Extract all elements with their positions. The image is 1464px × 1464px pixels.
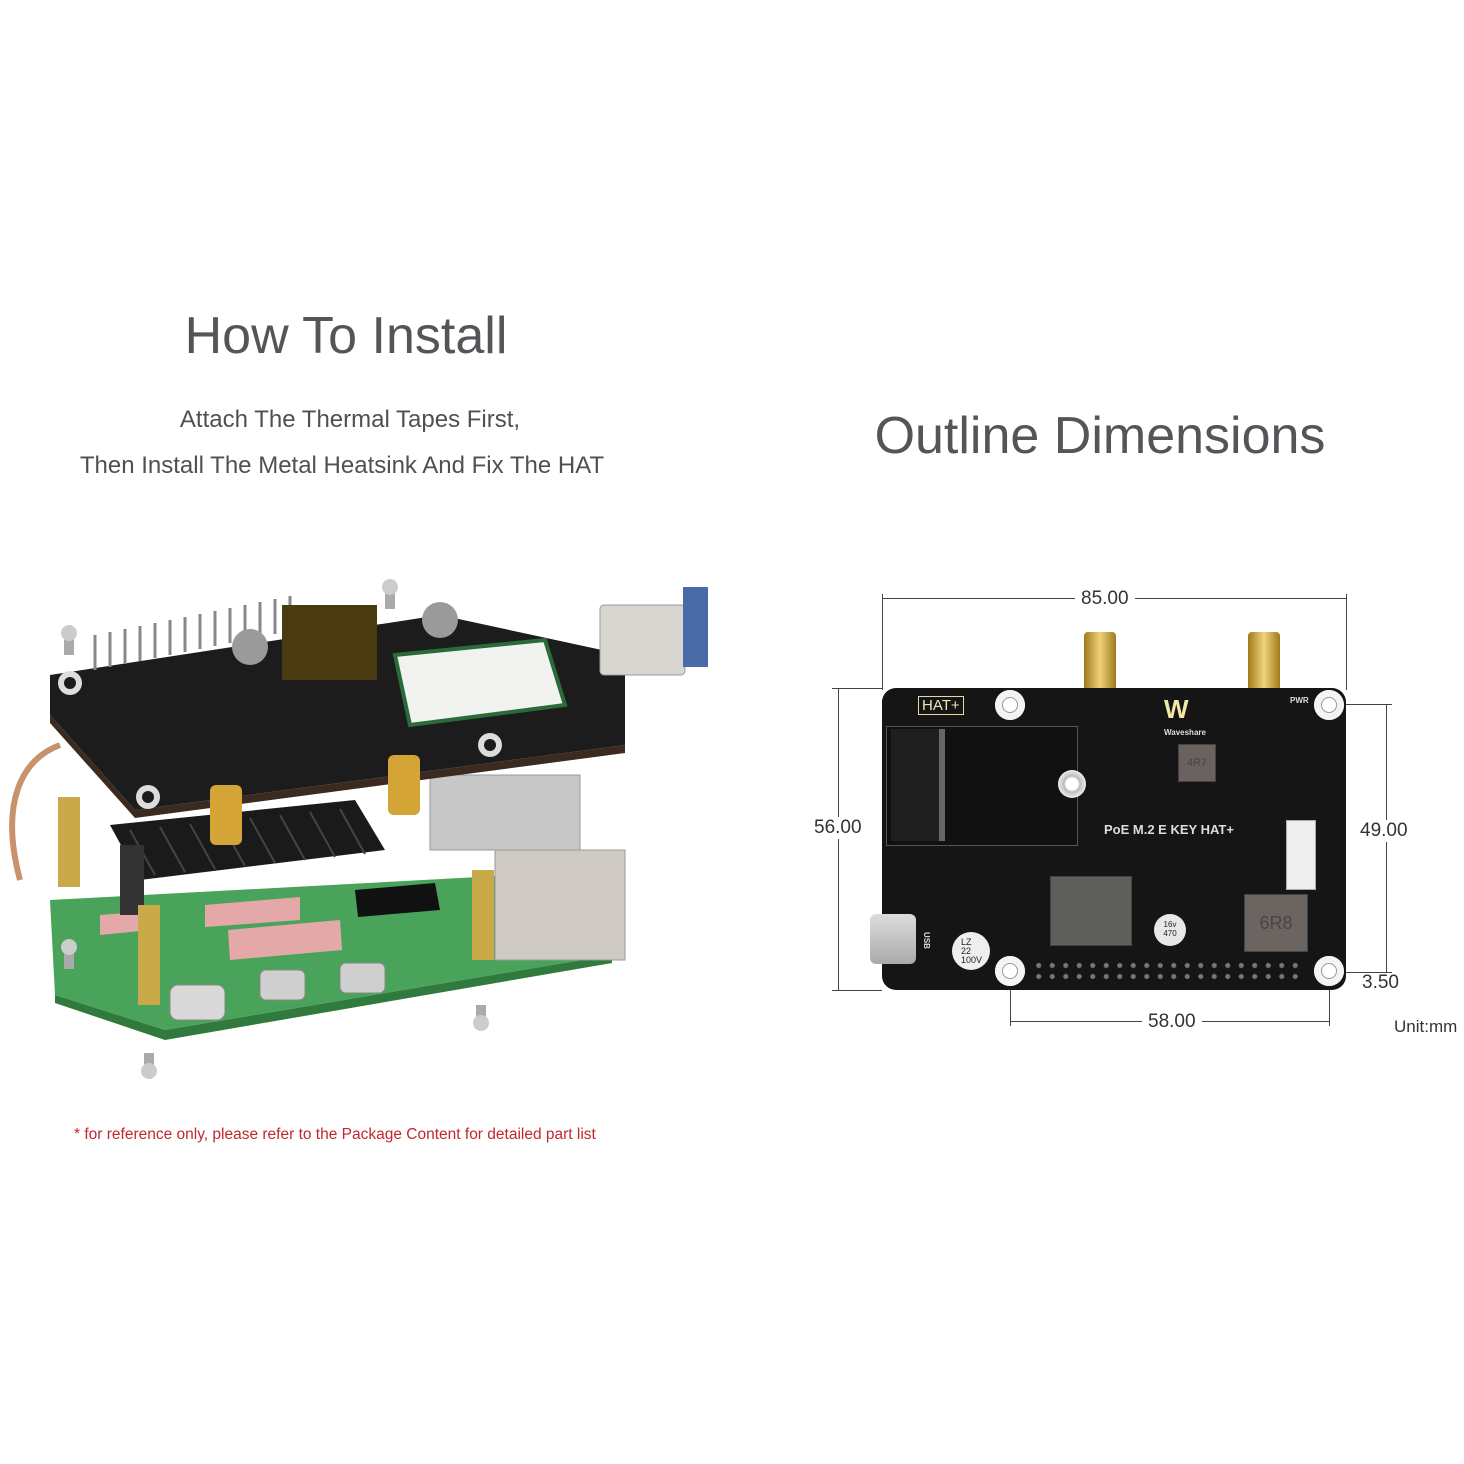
fpc-connector <box>1286 820 1316 890</box>
cap2-line2: 470 <box>1163 929 1177 938</box>
sma-antenna-right-icon <box>1248 632 1280 692</box>
usb-label: USB <box>921 932 931 949</box>
hole-h-ext-right <box>1329 980 1330 1026</box>
dim-hole-vertical: 49.00 <box>1354 820 1414 842</box>
mount-hole-top-left <box>995 690 1025 720</box>
exploded-assembly-image <box>0 575 720 1085</box>
inductor-4r7: 4R7 <box>1178 744 1216 782</box>
instruction-line-2: Then Install The Metal Heatsink And Fix … <box>79 452 605 479</box>
m2-slot <box>886 726 1078 846</box>
hat-plus-badge: HAT+ <box>918 696 964 715</box>
pwr-label: PWR <box>1290 696 1309 705</box>
width-ext-left <box>882 594 883 690</box>
dim-hole-offset: 3.50 <box>1362 972 1399 993</box>
height-ext-top <box>832 688 882 689</box>
hole-vertical-ext-top <box>1340 704 1392 705</box>
height-ext-bottom <box>832 990 882 991</box>
outline-dimensions-title: Outline Dimensions <box>874 407 1326 465</box>
dim-hole-horizontal: 58.00 <box>1142 1011 1202 1033</box>
usb-c-port <box>870 914 916 964</box>
hole-h-ext-left <box>1010 980 1011 1026</box>
mount-hole-bottom-right <box>1314 956 1344 986</box>
hole-vertical-ext-bottom <box>1340 972 1392 973</box>
capacitor-470: 16v 470 <box>1154 914 1186 946</box>
waveshare-logo-icon: W <box>1164 694 1189 724</box>
instruction-line-1: Attach The Thermal Tapes First, <box>179 406 521 433</box>
cap1-line3: 100V <box>961 955 983 965</box>
transformer <box>1050 876 1132 946</box>
unit-label: Unit:mm <box>1394 1017 1458 1036</box>
cap1-line1: LZ <box>961 937 972 947</box>
inductor-4r7-label: 4R7 <box>1186 757 1208 769</box>
how-to-install-title: How To Install <box>184 307 508 365</box>
cap2-line1: 16v <box>1163 920 1177 929</box>
cap1-line2: 22 <box>961 946 972 956</box>
mount-hole-bottom-left <box>995 956 1025 986</box>
capacitor-22uf: LZ 22 100V <box>952 932 990 970</box>
standoff-center <box>1058 770 1086 798</box>
width-ext-right <box>1346 594 1347 690</box>
hat-board-image: HAT+ W Waveshare PWR 4R7 PoE M.2 E KEY H… <box>870 688 1346 990</box>
dim-height: 56.00 <box>808 817 868 839</box>
mount-hole-top-right <box>1314 690 1344 720</box>
dim-width: 85.00 <box>1075 588 1135 610</box>
reference-footnote: * for reference only, please refer to th… <box>74 1126 596 1143</box>
height-dim-line <box>838 688 839 990</box>
brand-label: Waveshare <box>1164 728 1206 737</box>
inductor-6r8-label: 6R8 <box>1259 912 1293 933</box>
gpio-header <box>1032 960 1302 982</box>
inductor-6r8: 6R8 <box>1244 894 1308 952</box>
sma-antenna-left-icon <box>1084 632 1116 692</box>
board-model-label: PoE M.2 E KEY HAT+ <box>1104 822 1234 837</box>
